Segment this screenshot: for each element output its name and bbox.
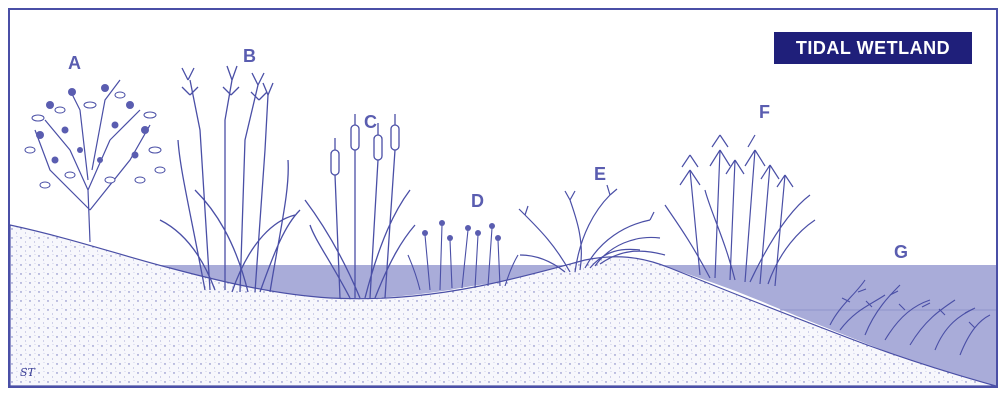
plant-label-c: C <box>364 113 377 131</box>
wetland-scene <box>10 10 996 386</box>
artist-signature: ST <box>20 366 35 379</box>
plant-a-shrub <box>25 80 165 242</box>
plant-label-e: E <box>594 165 606 183</box>
plant-label-a: A <box>68 54 81 72</box>
plant-label-f: F <box>759 103 770 121</box>
plant-label-b: B <box>243 47 256 65</box>
plant-b-reeds <box>160 66 300 292</box>
plant-f-plumes <box>665 135 815 286</box>
title-badge: TIDAL WETLAND <box>774 32 972 64</box>
plant-label-g: G <box>894 243 908 261</box>
diagram-frame: TIDAL WETLAND A B C D E F G ST <box>8 8 998 388</box>
plant-label-d: D <box>471 192 484 210</box>
